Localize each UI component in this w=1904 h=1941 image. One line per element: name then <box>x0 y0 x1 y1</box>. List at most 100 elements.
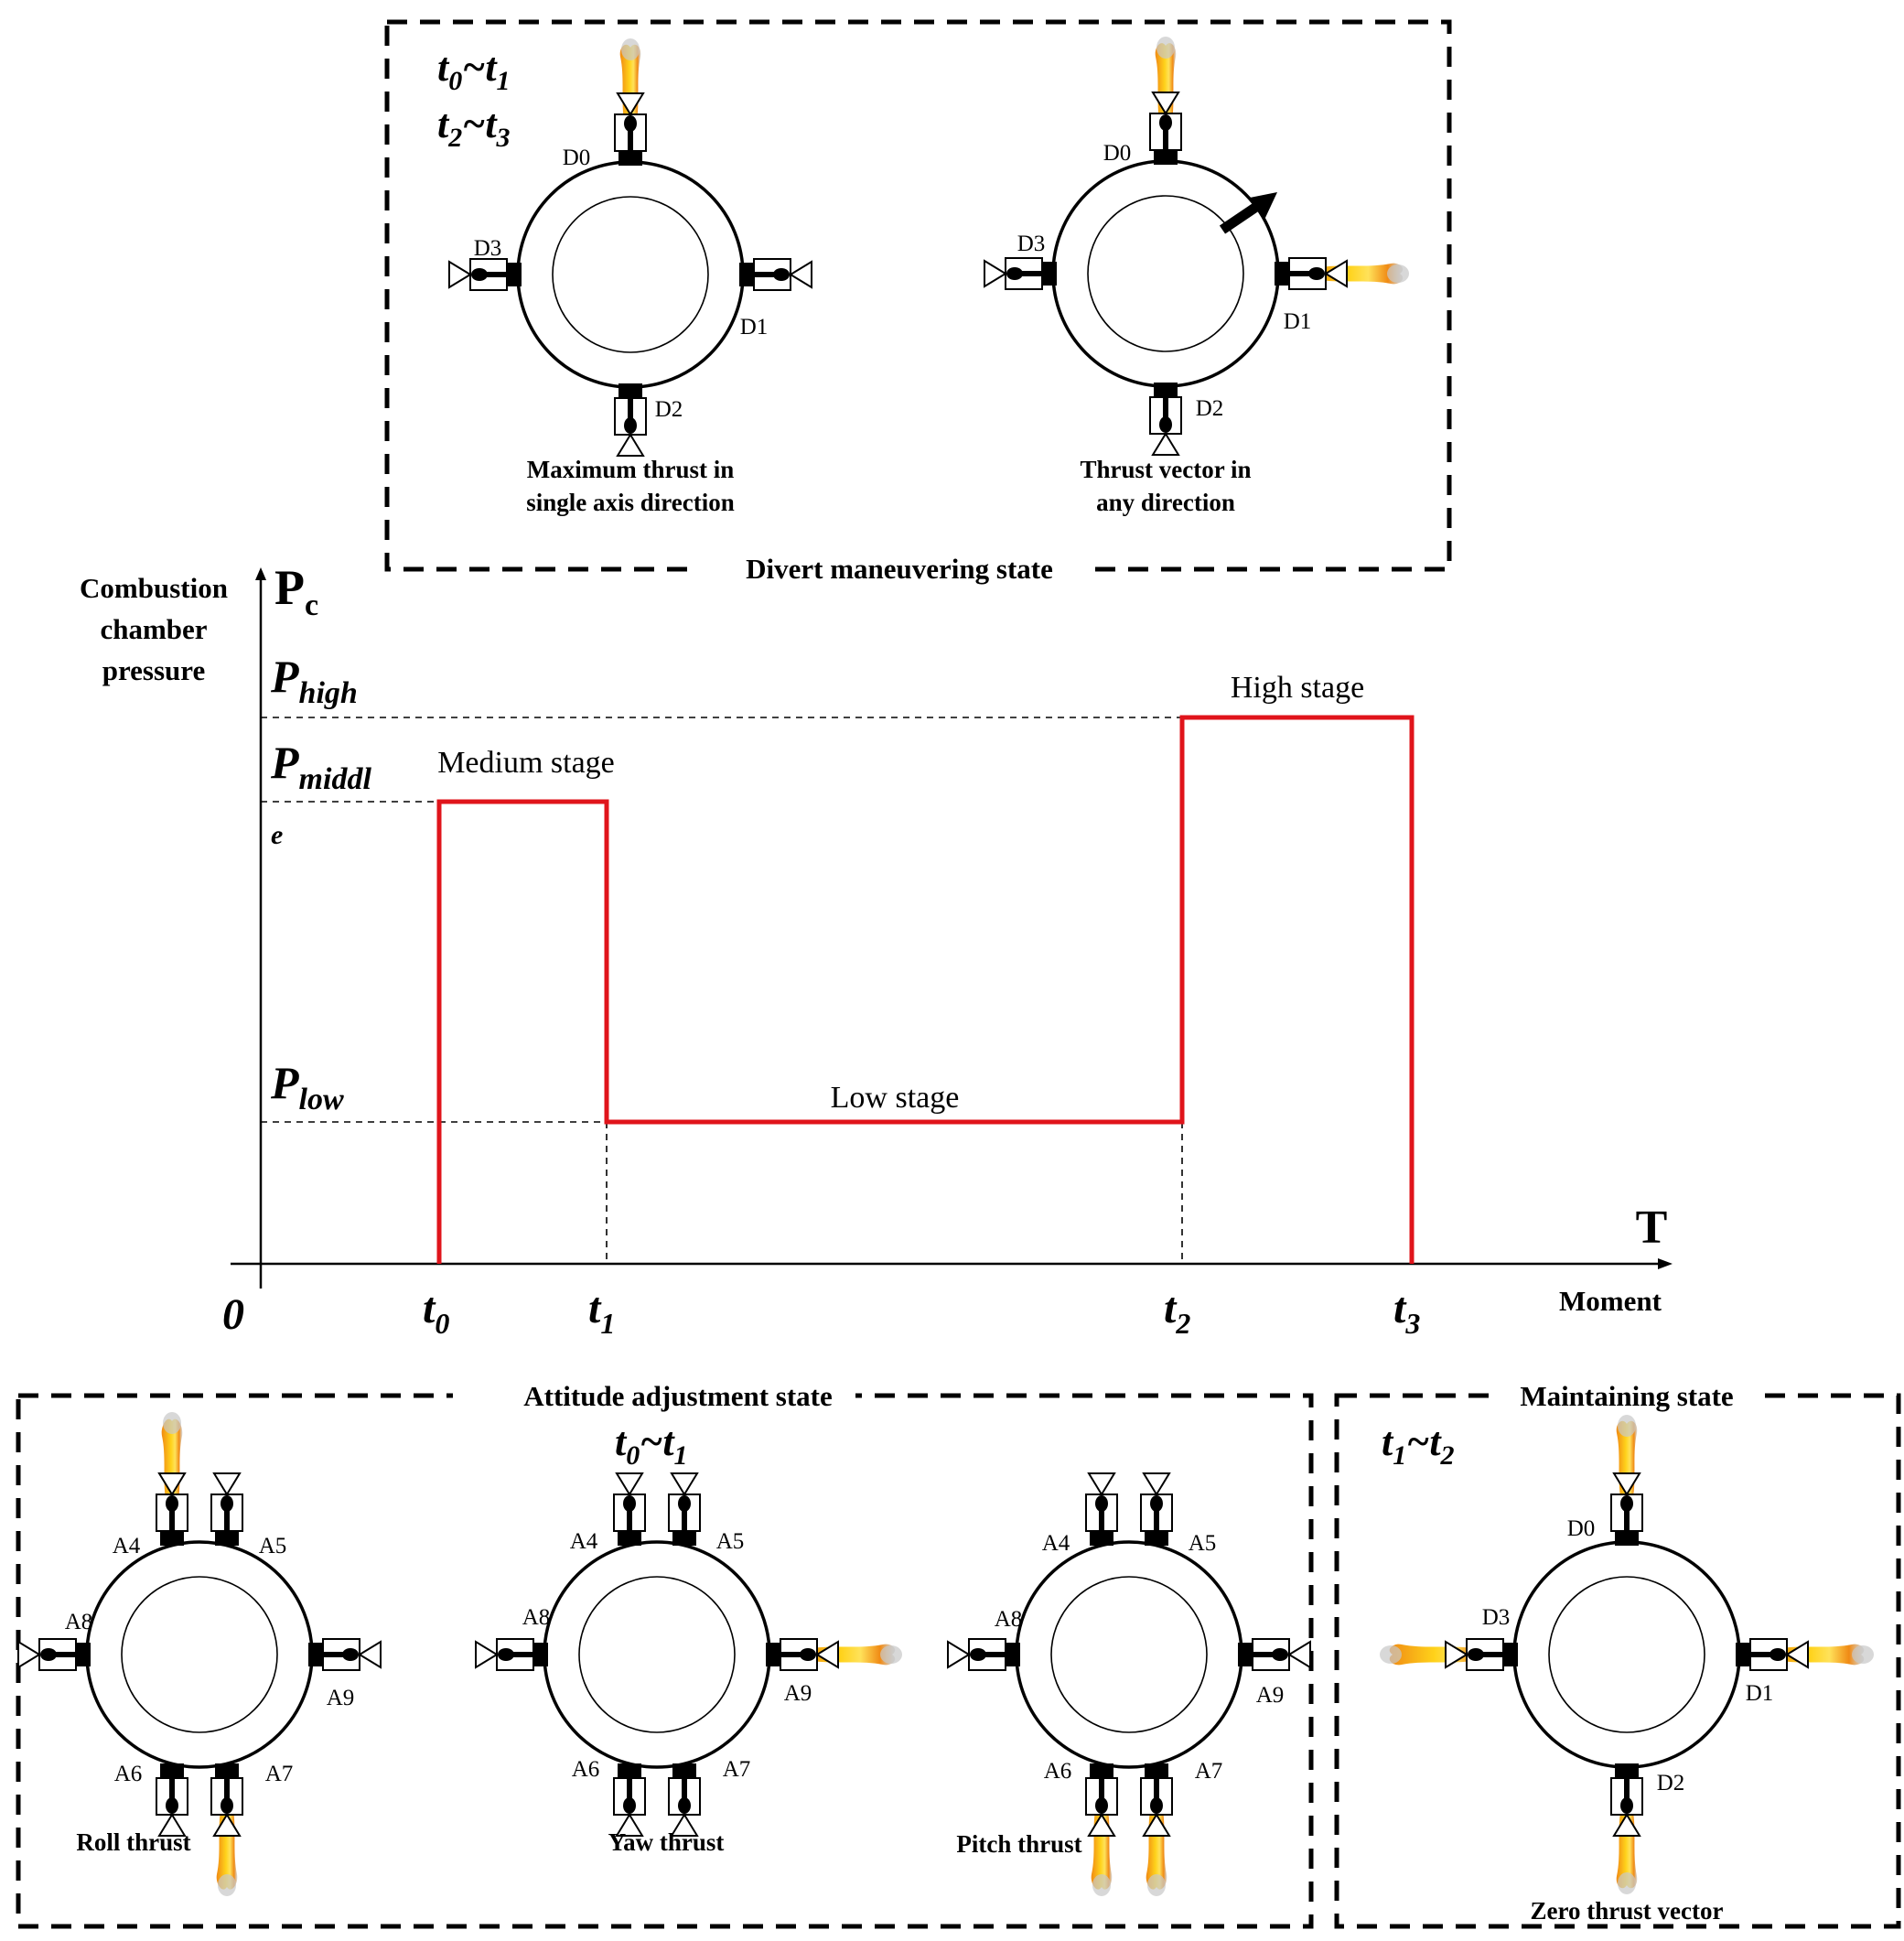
label-a9: A9 <box>327 1686 355 1710</box>
label-a4: A4 <box>113 1534 141 1558</box>
thruster-left <box>448 258 522 291</box>
label-d1: D1 <box>1746 1681 1774 1706</box>
divert-title-bg <box>691 547 1093 589</box>
caption-line-1: Thrust vector in <box>1081 456 1252 483</box>
inner-ring <box>552 196 709 353</box>
label-a9: A9 <box>784 1681 812 1706</box>
level-high-label: Phigh <box>270 651 358 710</box>
label-a9: A9 <box>1256 1683 1285 1708</box>
attitude-panel-title: Attitude adjustment state <box>523 1380 833 1412</box>
thruster-a8 <box>947 1638 1020 1671</box>
level-middle-label: Pmiddl <box>270 737 371 796</box>
label-d2: D2 <box>1657 1771 1685 1795</box>
caption-line-1: Maximum thrust in <box>527 456 735 483</box>
label-a7: A7 <box>1195 1759 1223 1784</box>
label-a8: A8 <box>522 1605 551 1630</box>
label-a4: A4 <box>1042 1531 1070 1556</box>
pressure-chart: Combustion chamber pressure Pc T Moment … <box>80 560 1673 1340</box>
thruster-up <box>1149 92 1182 165</box>
label-d0: D0 <box>1103 141 1132 166</box>
label-d0: D0 <box>1567 1516 1596 1541</box>
y-axis-arrow-icon <box>255 567 266 580</box>
divert-panel-border <box>384 19 1452 572</box>
thruster-left <box>984 257 1057 290</box>
label-d3: D3 <box>474 236 502 261</box>
thruster-a8 <box>17 1638 91 1671</box>
tick-t3: t3 <box>1393 1284 1420 1340</box>
y-axis-symbol: Pc <box>274 560 318 622</box>
attitude-ring-yaw: A4 A5 A6 A7 A8 A9 Yaw thrust <box>475 1472 902 1856</box>
pressure-profile-line <box>436 715 1415 1264</box>
attitude-ring-pitch: A4 A5 A6 A7 A8 A9 Pitch thrust <box>947 1472 1311 1896</box>
x-axis-symbol: T <box>1636 1202 1668 1254</box>
y-axis-title-line-3: pressure <box>102 654 206 686</box>
label-d2: D2 <box>655 397 683 422</box>
label-a8: A8 <box>65 1610 93 1634</box>
plume-down <box>1616 1797 1638 1894</box>
thruster-a7 <box>668 1763 701 1837</box>
label-d0: D0 <box>563 146 591 170</box>
divert-time-range-2: t2~t3 <box>437 102 511 153</box>
label-a6: A6 <box>114 1762 143 1786</box>
plume-up <box>1155 37 1177 135</box>
label-a7: A7 <box>265 1762 294 1786</box>
thruster-up <box>614 92 647 166</box>
caption-line-2: any direction <box>1096 489 1235 516</box>
attitude-ring-roll: A4 A5 A6 A7 A8 A9 Roll thrust <box>17 1412 382 1896</box>
level-low-label: Plow <box>270 1057 344 1116</box>
maintain-panel-title: Maintaining state <box>1520 1380 1733 1412</box>
plume-up <box>1616 1415 1638 1512</box>
thrust-vector-arrow-icon <box>1219 192 1277 234</box>
divert-ring-single-axis: D0 D1 D2 D3 Maximum thrust in single axi… <box>448 38 812 516</box>
y-axis-title-line-2: chamber <box>100 613 207 645</box>
label-a8: A8 <box>995 1607 1023 1632</box>
maintain-time-range: t1~t2 <box>1382 1419 1455 1471</box>
thruster-a5 <box>668 1472 701 1546</box>
inner-ring <box>578 1576 736 1733</box>
thruster-left <box>1445 1638 1518 1671</box>
level-middle-label-wrap: e <box>271 820 283 850</box>
x-axis-title: Moment <box>1559 1285 1662 1317</box>
thruster-down <box>1149 383 1182 456</box>
plume-right <box>1304 263 1409 285</box>
thruster-a9 <box>1238 1638 1311 1671</box>
thruster-a4 <box>156 1472 188 1546</box>
thruster-right <box>1275 257 1348 290</box>
plume-a6 <box>1091 1795 1113 1896</box>
y-axis-title-line-1: Combustion <box>80 572 228 604</box>
inner-ring <box>1050 1576 1208 1733</box>
inner-ring <box>1087 195 1244 352</box>
label-d1: D1 <box>1284 309 1312 334</box>
label-a5: A5 <box>716 1529 745 1554</box>
plume-right <box>1765 1644 1874 1666</box>
thruster-a5 <box>1140 1472 1173 1546</box>
label-a6: A6 <box>572 1757 600 1782</box>
tick-t1: t1 <box>588 1284 615 1340</box>
thruster-a6 <box>156 1763 188 1837</box>
label-d3: D3 <box>1017 232 1046 256</box>
plume-a4 <box>161 1412 183 1515</box>
plume-a7 <box>1146 1795 1167 1896</box>
label-a5: A5 <box>259 1534 287 1558</box>
thruster-down <box>1610 1763 1643 1837</box>
divert-ring-any-direction: D0 D1 D2 D3 Thrust vector in any directi… <box>984 37 1409 516</box>
thruster-a4 <box>1085 1472 1118 1546</box>
label-a5: A5 <box>1189 1531 1217 1556</box>
plume-a9 <box>796 1644 902 1666</box>
attitude-time-range: t0~t1 <box>615 1419 688 1471</box>
thruster-a6 <box>613 1763 646 1837</box>
label-d3: D3 <box>1482 1605 1511 1630</box>
caption-pitch: Pitch thrust <box>956 1830 1081 1858</box>
divert-time-range-1: t0~t1 <box>437 45 511 96</box>
thruster-a6 <box>1085 1763 1118 1837</box>
plume-a7 <box>216 1795 238 1896</box>
attitude-title-bg <box>453 1375 855 1417</box>
plume-left <box>1380 1644 1489 1666</box>
thruster-a8 <box>475 1638 548 1671</box>
thruster-a5 <box>210 1472 243 1546</box>
stage-label-high: High stage <box>1231 671 1364 705</box>
thruster-down <box>614 383 647 457</box>
thruster-a9 <box>308 1638 382 1671</box>
stage-label-medium: Medium stage <box>437 746 615 780</box>
